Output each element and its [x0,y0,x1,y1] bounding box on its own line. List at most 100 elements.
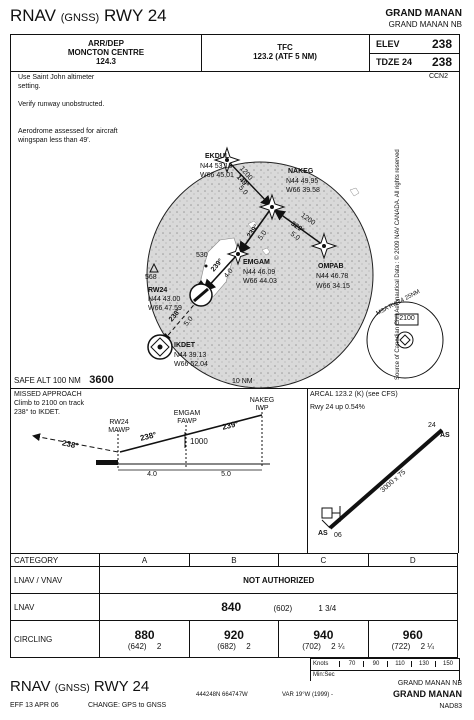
footer-airport: GRAND MANAN [393,689,462,699]
circling-a-mda: 880 [134,627,155,642]
ompab-lon: W66 34.15 [316,283,350,290]
safe-alt: SAFE ALT 100 NM 3600 [14,370,114,388]
chart-ref-code: CCN2 [428,73,448,80]
small-island-3 [349,187,360,197]
aerodrome-sketch [321,428,444,530]
nakeg-lon: W66 39.58 [286,187,320,194]
circling-d-hat: (722) [391,641,411,651]
tfc-label: TFC [277,43,293,52]
msa-altitude: 2100 [399,315,415,322]
speed-70: 70 [339,661,364,667]
circling-c-vis: 2 ¼ [331,641,345,651]
circling-b-mda: 920 [223,627,244,642]
circling-d-mda: 960 [402,627,423,642]
note-runway: Verify runway unobstructed. [18,101,105,108]
nakeg-name: NAKEG [288,168,314,175]
table-row: CIRCLING 880 (642) 2 920 (682) 2 940 (70… [9,620,459,658]
spot-height-dot [204,264,208,268]
elev-cell: ELEV 238 [369,35,460,54]
emgam-lat: N44 46.09 [243,269,276,276]
fix-rw24-symbol [189,280,213,307]
missed-title: MISSED APPROACH [14,391,82,398]
range-ring-label: 10 NM [232,378,253,385]
tfc-freq: 123.2 (ATF 5 NM) [253,52,317,61]
timing-mid-line [311,670,459,671]
footer-title: RNAV (GNSS) RWY 24 [10,678,149,695]
footer-eff: EFF 13 APR 06 [10,702,59,709]
missed-line2: Climb to 2100 on track [14,400,85,407]
category-b: B [188,553,280,567]
footer-var: VAR 19°W (1999) - [282,692,333,698]
footer-title-runway: RWY 24 [93,678,150,695]
timing-table: Knots Min:Sec 70 90 110 130 150 [310,658,460,681]
spot-height-568: 568 [145,274,157,281]
profile-dist-50: 5.0 [221,471,231,478]
footer-chart-id: NAD83 [439,703,462,710]
speed-150: 150 [435,661,460,667]
category-d: D [367,553,459,567]
profile-rw24: RW24 [109,419,129,426]
profile-emgam: EMGAM [173,410,201,417]
circling-d: 960 (722) 2 ¼ [367,620,459,658]
speed-130: 130 [411,661,436,667]
rwy-label-06: 06 [334,532,342,539]
small-island-2 [261,247,271,256]
header-airport: GRAND MANAN [385,8,462,19]
elev-label: ELEV [376,39,400,49]
msa-circle [366,301,444,379]
header-title: RNAV (GNSS) RWY 24 [10,6,167,26]
speed-110: 110 [387,661,412,667]
profile-mawp: MAWP [108,427,130,434]
lnav-vnav-value: NOT AUTHORIZED [99,566,458,594]
minsec-label: Min:Sec [313,672,335,678]
tdze-label: TDZE 24 [376,57,413,67]
arrdep-cell: ARR/DEP MONCTON CENTRE 124.3 [11,35,202,71]
fix-ikdet-symbol [147,334,173,360]
emgam-lon: W66 44.03 [243,278,277,285]
safe-alt-value: 3600 [89,374,114,386]
note-altimeter: Use Saint John altimeter setting. [18,74,95,90]
ekdul-lon: W66 45.01 [200,172,234,179]
lnav-hat: (602) [273,604,293,613]
fix-ompab-symbol [310,232,338,260]
title-rnav: RNAV [10,6,56,25]
arrdep-label: ARR/DEP [87,39,124,48]
arcal-note: ARCAL 123.2 (K) (see CFS) [310,391,398,398]
route-rw24-ikdet [162,299,199,342]
ompab-name: OMPAB [318,263,344,270]
circling-b: 920 (682) 2 [188,620,280,658]
circling-c-hat: (702) [302,641,321,651]
footer-change: CHANGE: GPS to GNSS [88,702,167,709]
copyright-note: Source of Canadian Civil Aeronautical Da… [395,149,401,380]
elev-value: 238 [431,37,452,51]
nakeg-lat: N44 49.95 [286,178,319,185]
lnav-vnav-label: LNAV / VNAV [9,566,101,594]
rwy-label-24: 24 [428,422,436,429]
ikdet-name: IKDET [174,342,195,349]
title-runway: RWY 24 [103,6,167,25]
msa-center-symbol [396,331,414,349]
route-ompab-nakeg [273,209,324,246]
category-c: C [278,553,369,567]
category-header: CATEGORY [9,553,101,567]
msa-alt-box [395,313,419,326]
ikdet-lon: W66 52.04 [174,361,208,368]
footer-location: GRAND MANAN NB [397,680,462,687]
footer-title-rnav: RNAV [10,678,51,695]
circling-a-hat: (642) [127,641,147,651]
knots-label: Knots [313,661,329,667]
profile-alt-1000: 1000 [190,437,208,446]
spot-height-530: 530 [196,252,208,259]
profile-fawp: FAWP [177,418,197,425]
aerodrome-frame [306,388,459,553]
rw24-lon: W66 47.59 [148,305,182,312]
fix-ekdul-symbol [213,146,241,174]
profile-iwp: IWP [255,405,269,412]
tfc-cell: TFC 123.2 (ATF 5 NM) [201,35,369,71]
safe-alt-label: SAFE ALT 100 NM [14,376,81,385]
ikdet-lat: N44 39.13 [174,352,207,359]
fix-emgam-symbol [226,242,250,266]
profile-descent-path [119,414,263,453]
obstacle-symbol [149,262,159,273]
